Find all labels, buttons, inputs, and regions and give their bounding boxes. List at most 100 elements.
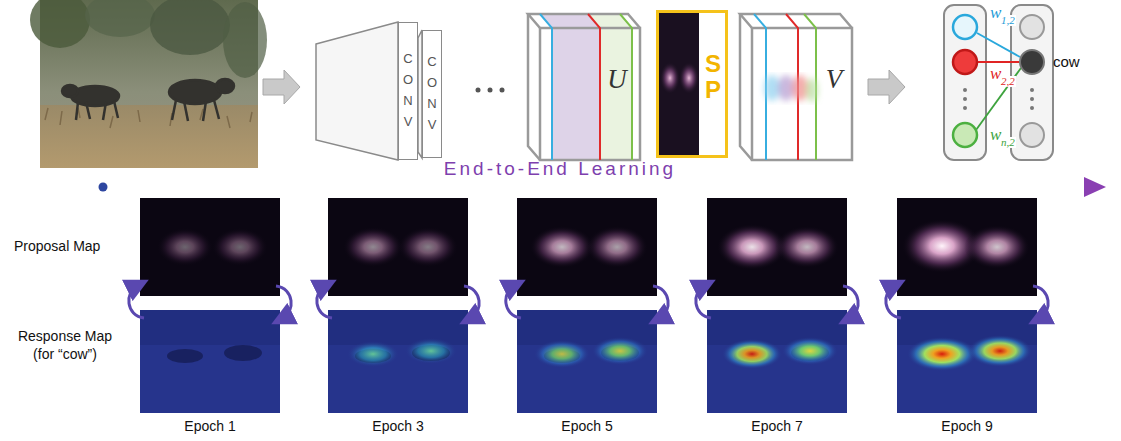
flow-arrow <box>868 70 905 104</box>
response-map <box>140 310 280 413</box>
response-map <box>707 310 847 413</box>
fc-layer <box>1020 15 1044 39</box>
ellipsis-dots <box>488 88 493 93</box>
feature-cube-u <box>540 14 552 160</box>
response-map <box>328 310 468 345</box>
conv-slab <box>316 22 422 160</box>
input-photo <box>30 0 90 48</box>
response-map <box>968 335 1032 367</box>
proposal-map <box>328 198 468 296</box>
response-map <box>328 310 468 413</box>
response-map <box>140 310 280 345</box>
input-photo <box>223 2 267 78</box>
node-text: cow <box>1053 53 1080 70</box>
proposal-panel <box>656 10 728 158</box>
cycle-arrow <box>696 285 711 318</box>
input-photo <box>203 101 206 121</box>
feature-cube-v <box>792 75 808 101</box>
node-text: CONV <box>402 49 415 132</box>
feature-cube-v <box>740 14 852 160</box>
feature-cube-v <box>778 75 794 101</box>
response-map <box>592 337 648 365</box>
proposal-map <box>140 198 1037 296</box>
fc-layer <box>953 123 977 147</box>
response-map <box>782 337 838 365</box>
cycle-arrow <box>129 285 144 318</box>
feature-cube-u <box>540 14 632 160</box>
feature-cube-u <box>540 28 640 160</box>
fc-layer <box>1030 88 1034 92</box>
fc-layer <box>963 88 1034 110</box>
proposal-map <box>343 227 403 267</box>
fc-layer <box>953 50 977 74</box>
feature-map-u: U <box>604 60 630 98</box>
cycle-arrow <box>464 286 479 319</box>
cycle-arrow <box>886 285 901 318</box>
node-text: U <box>607 64 627 95</box>
proposal-map <box>140 198 280 296</box>
learning-arrow <box>99 177 1107 197</box>
conv-slab <box>316 22 398 160</box>
feature-cube-v <box>740 14 852 160</box>
proposal-map <box>517 198 657 296</box>
weight-index: n,2 <box>1000 137 1016 148</box>
process-label: End-to-End Learning <box>380 158 740 180</box>
epoch-label: Epoch 7 <box>707 418 847 434</box>
epoch-label: Epoch 5 <box>517 418 657 434</box>
cycle-arrow <box>276 286 291 319</box>
input-photo <box>150 0 230 55</box>
cycle-arrow <box>129 285 1048 319</box>
fc-layer <box>1020 123 1044 147</box>
fc-layer <box>1030 106 1034 110</box>
proposal-panel <box>679 62 699 94</box>
proposal-map <box>897 198 1037 296</box>
feature-cube-u <box>552 28 600 160</box>
input-photo <box>85 0 155 37</box>
node-text: SP <box>701 51 725 104</box>
input-photo <box>30 0 267 168</box>
input-photo <box>62 79 234 121</box>
cycle-arrow <box>653 286 668 319</box>
response-map <box>167 349 203 363</box>
response-map <box>224 345 262 361</box>
proposal-panel <box>656 10 728 158</box>
response-map <box>347 341 399 367</box>
proposal-panel <box>659 13 699 155</box>
ellipsis-dots <box>500 88 505 93</box>
input-photo <box>184 101 188 121</box>
fc-layer <box>963 97 967 101</box>
feature-cube-u <box>600 28 632 160</box>
cycle-arrow <box>843 286 858 319</box>
weight-index: 2,2 <box>1000 76 1016 87</box>
proposal-panel <box>660 62 680 94</box>
proposal-map <box>398 227 458 267</box>
fc-layer <box>953 15 977 39</box>
feature-cube-v <box>764 75 780 101</box>
input-photo <box>114 101 118 118</box>
proposal-map <box>212 228 268 266</box>
cycle-arrow <box>1033 286 1048 319</box>
response-map <box>405 338 457 364</box>
feature-cube-u <box>528 14 640 160</box>
cycle-arrow <box>317 285 332 318</box>
flow-arrow <box>263 70 300 104</box>
fc-layer <box>944 5 986 160</box>
proposal-map <box>964 225 1030 269</box>
learning-arrow <box>99 183 108 192</box>
input-photo <box>103 102 106 120</box>
response-map <box>907 337 977 371</box>
proposal-map <box>586 226 648 268</box>
cycle-arrow <box>506 285 521 318</box>
class-neuron: cow <box>1019 49 1045 75</box>
epoch-label: Epoch 9 <box>897 418 1037 434</box>
feature-cube-u <box>528 14 540 160</box>
response-map <box>517 310 657 413</box>
feature-cube-v <box>806 78 818 102</box>
epoch-label: Epoch 1 <box>140 418 280 434</box>
input-photo <box>216 79 234 93</box>
input-photo <box>172 100 176 120</box>
feature-cube-v <box>740 14 752 160</box>
epoch-label: Epoch 3 <box>328 418 468 434</box>
